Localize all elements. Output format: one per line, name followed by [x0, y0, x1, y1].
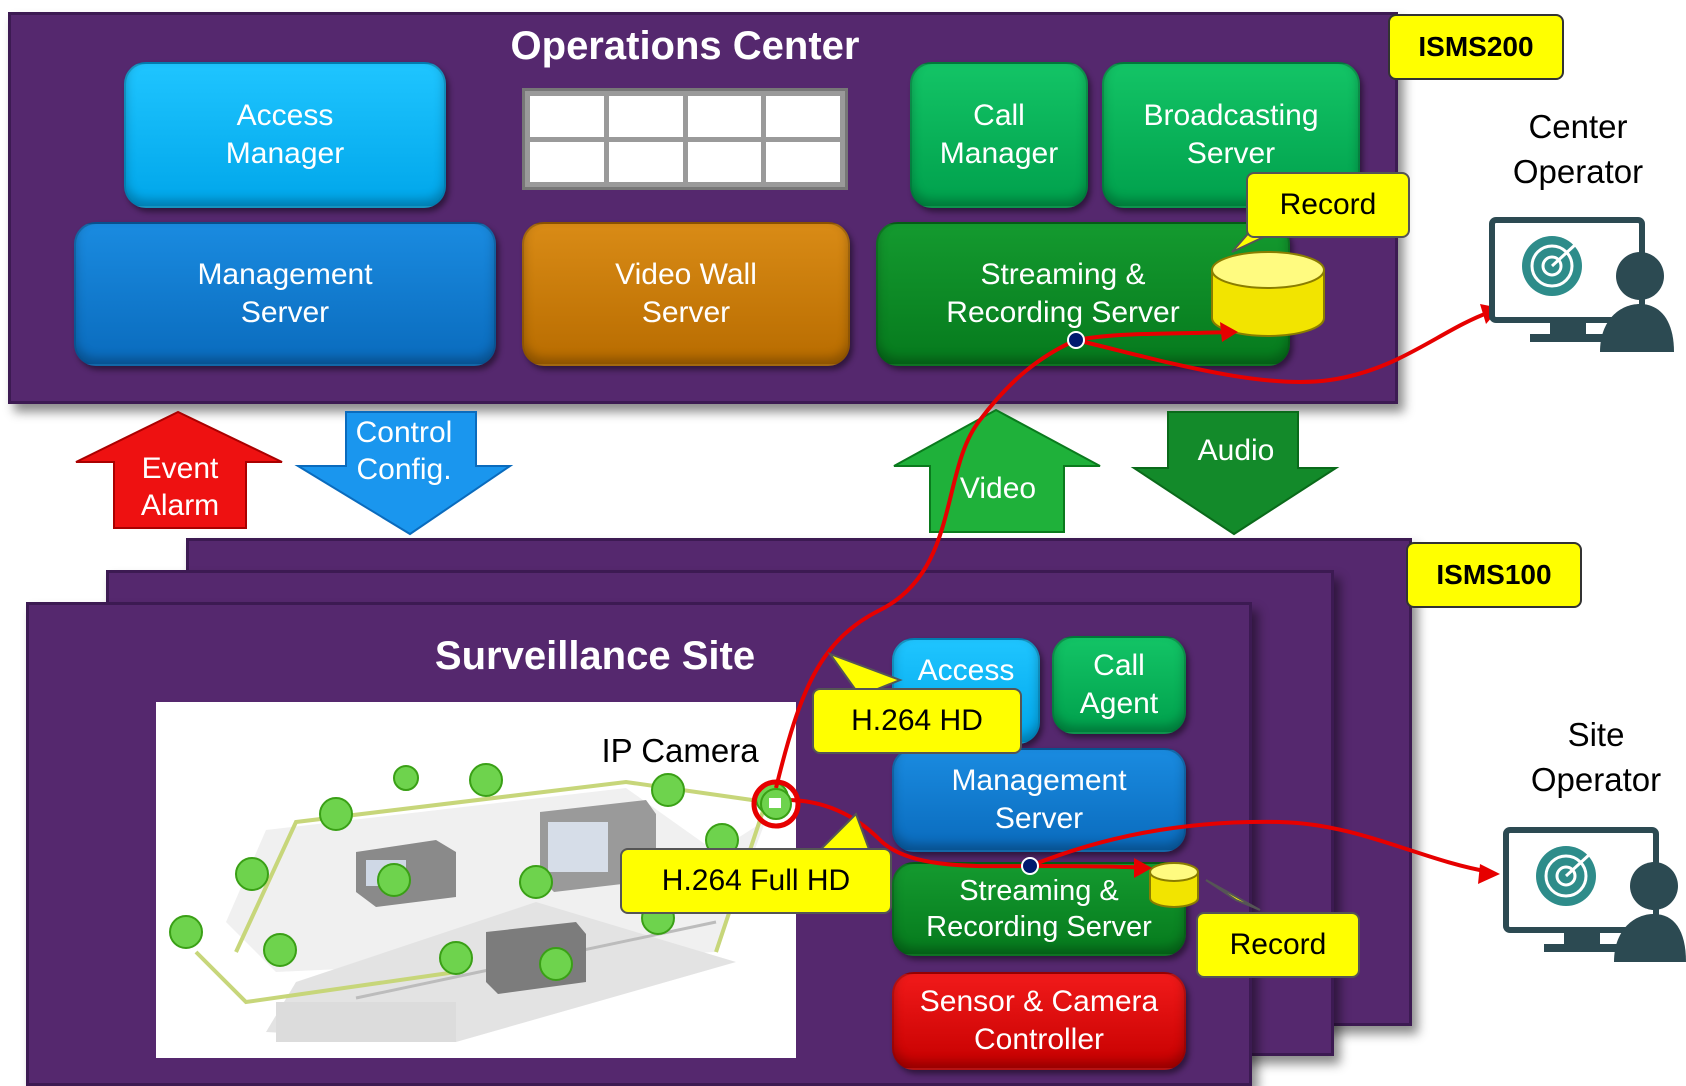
- ops-stream-node: [1067, 331, 1085, 349]
- ip-camera-highlight: [751, 779, 801, 829]
- call-agent-box[interactable]: Call Agent: [1052, 636, 1186, 734]
- isms200-tag: ISMS200: [1388, 14, 1564, 80]
- control-config-arrow: [294, 411, 514, 536]
- site-record-database-icon: [1149, 862, 1199, 908]
- center-operator-icon: [1488, 216, 1674, 352]
- site-operator-icon: [1502, 826, 1686, 962]
- video-label: Video: [959, 472, 1037, 505]
- video-wall-grid-icon: [522, 88, 848, 190]
- site-stream-node: [1021, 857, 1039, 875]
- center-operator-label: Center Operator: [1512, 108, 1644, 190]
- audio-arrow: [1130, 411, 1340, 536]
- site-record-callout: Record: [1196, 912, 1360, 978]
- ops-record-callout: Record: [1246, 172, 1410, 238]
- surveillance-site-title: Surveillance Site: [434, 634, 756, 678]
- audio-label: Audio: [1197, 434, 1275, 467]
- sensor-camera-controller-box[interactable]: Sensor & Camera Controller: [892, 972, 1186, 1070]
- ip-camera-icon: [760, 788, 792, 820]
- control-config-label: Control Config.: [355, 416, 453, 486]
- video-arrow: [893, 408, 1101, 533]
- site-streaming-recording-server-box[interactable]: Streaming & Recording Server: [892, 862, 1186, 956]
- isms100-tag: ISMS100: [1406, 542, 1582, 608]
- site-operator-label: Site Operator: [1530, 716, 1662, 798]
- access-manager-box[interactable]: Access Manager: [124, 62, 446, 208]
- h264-hd-callout: H.264 HD: [812, 688, 1022, 754]
- stream-lines: [774, 310, 1491, 874]
- event-alarm-arrow: [75, 410, 283, 529]
- management-server-box[interactable]: Management Server: [74, 222, 496, 366]
- site-map-drawing: [169, 763, 789, 1042]
- ip-camera-label: IP Camera: [601, 732, 759, 769]
- broadcasting-server-box[interactable]: Broadcasting Server: [1102, 62, 1360, 208]
- h264-full-hd-callout: H.264 Full HD: [620, 848, 892, 914]
- video-wall-server-box[interactable]: Video Wall Server: [522, 222, 850, 366]
- operations-center-title: Operations Center: [510, 24, 860, 68]
- ops-record-database-icon: [1211, 251, 1325, 337]
- site-management-server-box[interactable]: Management Server: [892, 748, 1186, 852]
- stream-arrowheads: [1134, 304, 1500, 884]
- event-alarm-label: Event Alarm: [140, 452, 220, 522]
- call-manager-box[interactable]: Call Manager: [910, 62, 1088, 208]
